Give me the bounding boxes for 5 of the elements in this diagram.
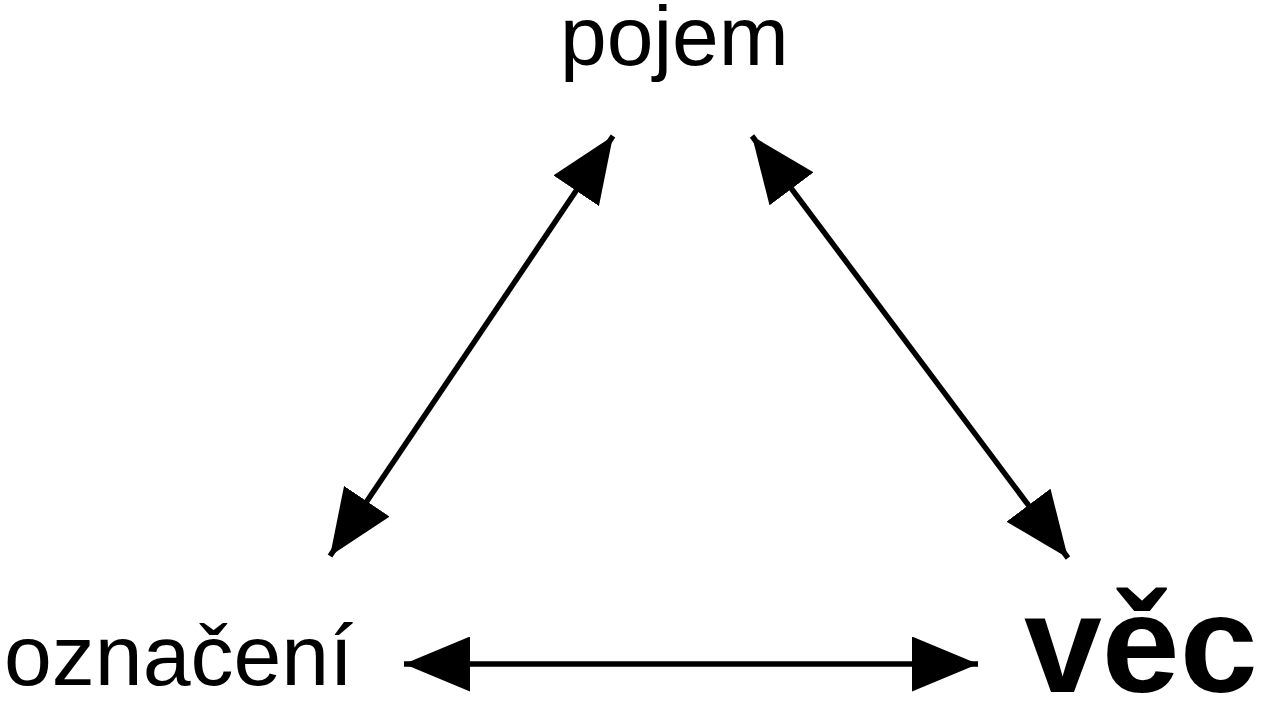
double-arrow (327, 134, 616, 558)
term-label: věc (1024, 574, 1258, 711)
double-arrow (404, 636, 978, 692)
term-label: označení (4, 612, 354, 698)
double-arrow (749, 134, 1071, 560)
